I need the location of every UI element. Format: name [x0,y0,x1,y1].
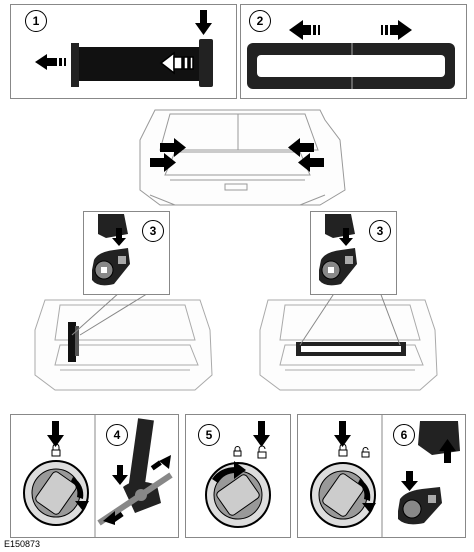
panel-2: 2 [240,4,467,99]
pole-illustration [97,418,173,526]
knob-and-foot-illustration [23,415,173,537]
press-down-arrow-icon [195,10,212,35]
diagonal-up-arrow-icon [150,455,171,471]
diagonal-down-arrow-icon [103,511,124,525]
lock-mechanism-right [319,214,357,286]
installed-blind-left [68,322,79,362]
step-badge-3-right: 3 [369,220,391,242]
fitting-arrows [150,138,324,172]
lock-mechanism-left [92,214,130,286]
step-badge-6: 6 [393,424,415,446]
panel-5: 5 [185,414,291,538]
panel-6: 6 [297,414,466,538]
unlock-symbol-icon [361,447,370,458]
panel-3-left: 3 [83,211,170,295]
down-arrow-icon [253,421,270,447]
extend-right-arrow-icon [381,20,412,40]
callout-lines [71,291,401,346]
step-badge-4: 4 [106,424,128,446]
vehicle-rear-left [34,299,213,391]
rotate-arrow-icon [71,477,89,511]
right-upper-arrow-icon [288,138,314,157]
rotate-arrow-icon [212,461,246,483]
up-arrow-icon [439,439,456,463]
knob-unlock-illustration [205,421,271,528]
lock-symbol-icon [51,443,61,457]
down-arrow-icon [47,421,64,447]
unlock-symbol-icon [257,445,267,459]
panel-1: 1 [10,4,237,99]
figure-code: E150873 [4,539,41,549]
extending-bar-illustration [247,20,455,89]
press-down-arrow-icon [401,471,418,491]
extend-left-arrow-icon [289,20,320,40]
vertical-move-arrow-icon [112,465,128,485]
rotate-arrow-icon [358,479,376,513]
left-lower-arrow-icon [150,153,176,172]
pull-left-arrow-icon [35,54,66,70]
vehicle-rear-right [259,299,438,391]
lock-symbol-icon [338,443,348,457]
knob-and-release-illustration [310,415,460,537]
down-arrow-icon [334,421,351,447]
installed-bar-right [296,342,406,356]
panel-4: 4 [10,414,179,538]
left-upper-arrow-icon [160,138,186,157]
right-lower-arrow-icon [298,153,324,172]
step-badge-2: 2 [249,10,271,32]
step-badge-5: 5 [198,424,220,446]
step-badge-1: 1 [25,10,47,32]
roller-blind-illustration [35,10,213,87]
panel-3-right: 3 [310,211,397,295]
step-badge-3-left: 3 [142,220,164,242]
vehicle-rear-top [139,109,346,206]
retract-arrow-icon [159,51,194,75]
small-lock-icon [233,446,242,457]
